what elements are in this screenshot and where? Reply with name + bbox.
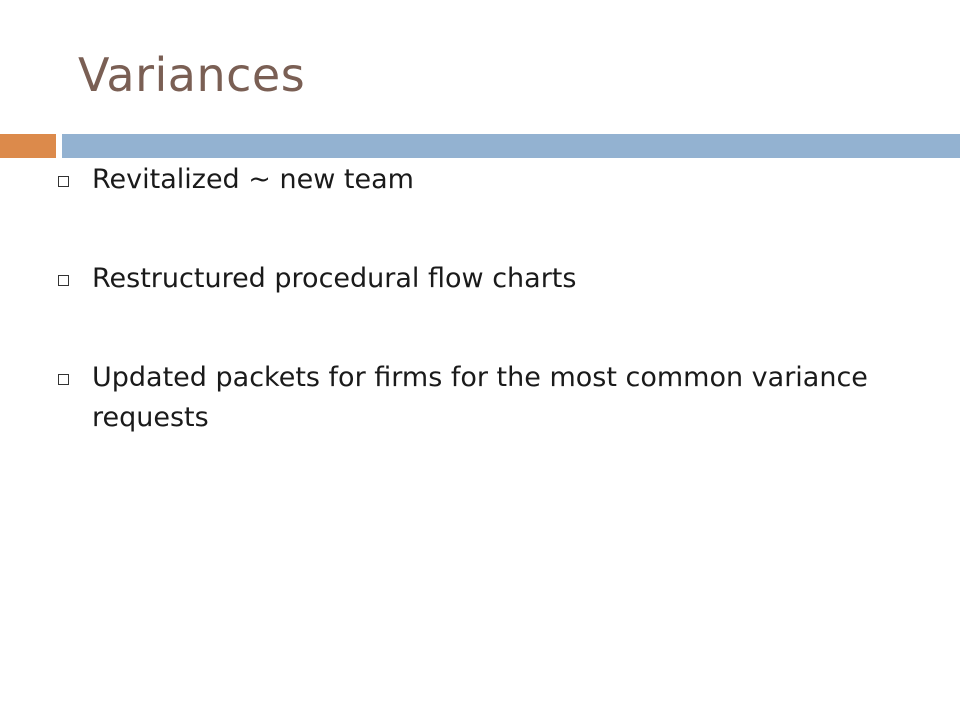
title-divider-bar bbox=[62, 134, 960, 158]
bullet-item: Updated packets for firms for the most c… bbox=[58, 358, 918, 438]
hollow-square-bullet-icon bbox=[58, 176, 69, 187]
hollow-square-bullet-icon bbox=[58, 275, 69, 286]
bullet-text: Revitalized ~ new team bbox=[92, 164, 414, 195]
bullet-text: Restructured procedural flow charts bbox=[92, 263, 577, 294]
slide-title: Variances bbox=[78, 48, 306, 102]
bullet-item: Restructured procedural flow charts bbox=[58, 259, 918, 299]
bullet-list: Revitalized ~ new team Restructured proc… bbox=[58, 160, 918, 438]
title-accent-bar bbox=[0, 134, 56, 158]
hollow-square-bullet-icon bbox=[58, 374, 69, 385]
bullet-text: Updated packets for firms for the most c… bbox=[92, 362, 868, 433]
bullet-item: Revitalized ~ new team bbox=[58, 160, 918, 200]
